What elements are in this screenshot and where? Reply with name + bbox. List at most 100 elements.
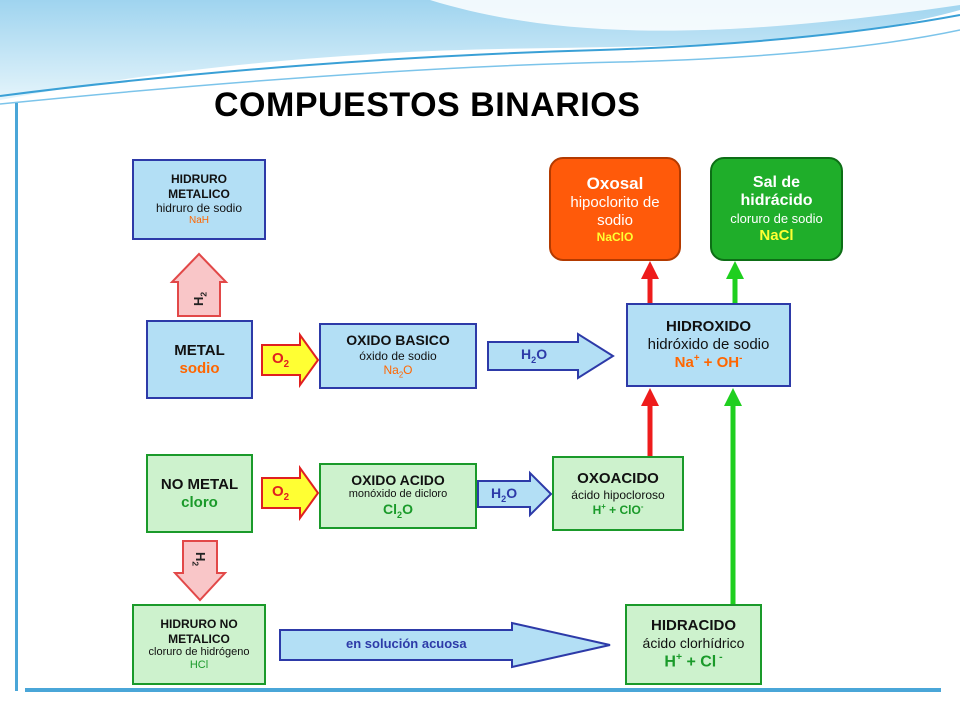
hx-l3-mid: + OH	[699, 354, 740, 372]
wave-line-1	[0, 14, 960, 97]
green-arrowhead-1	[724, 388, 742, 406]
hnm-l1: HIDRURO NO	[160, 617, 238, 632]
box-hidracido: HIDRACIDO ácido clorhídrico H+ + Cl -	[625, 604, 762, 685]
oa-l3-tail: O	[402, 500, 413, 517]
hx-l1: HIDROXIDO	[665, 317, 751, 335]
hnm-l2: METALICO	[168, 631, 230, 646]
oa-l3-main: Cl	[383, 500, 398, 517]
metal-l2: sodio	[179, 359, 220, 377]
hm-l2: METALICO	[168, 186, 230, 201]
h2o-text: H	[521, 346, 532, 362]
hx-l3-main: Na	[674, 354, 694, 372]
wave-white	[430, 0, 960, 31]
h2o-arrow-bottom	[477, 470, 553, 518]
h2o-tail: O	[506, 485, 518, 501]
wave-line-2	[0, 29, 960, 105]
ox-l4: NaClO	[596, 229, 634, 244]
ox-l1: Oxosal	[586, 174, 644, 194]
oxa-l3: H+ + ClO-	[593, 502, 644, 517]
hx-l3-sup2: -	[739, 353, 743, 365]
h2-sub: 2	[190, 561, 201, 567]
hm-l4: NaH	[188, 214, 209, 226]
h2-text: H	[191, 296, 206, 306]
h2o-arrow-top	[487, 332, 615, 380]
oxa-l3-main: H	[592, 502, 602, 517]
oa-l1: OXIDO ACIDO	[351, 471, 445, 488]
o2-label-top: O2	[272, 350, 289, 370]
h2-down-arrow	[172, 540, 228, 602]
ob-l3-tail: O	[403, 363, 413, 378]
o2-arrow-bottom	[261, 464, 320, 522]
frame-bottom-line	[25, 688, 941, 692]
ob-l3-main: Na	[383, 363, 399, 378]
hm-l3: hidruro de sodio	[155, 200, 243, 215]
h2o-label-bottom: H2O	[491, 485, 517, 504]
box-oxosal: Oxosal hipoclorito de sodio NaClO	[549, 157, 681, 261]
red-arrowhead-1	[641, 388, 659, 406]
hc-l3-sup2: -	[716, 651, 723, 663]
h2o-sub: 2	[501, 493, 507, 504]
hnm-l4: HCl	[189, 658, 209, 671]
o2-text: O	[272, 350, 284, 367]
nm-l2: cloro	[181, 493, 218, 511]
box-oxido-acido: OXIDO ACIDO monóxido de dicloro Cl2O	[319, 463, 477, 529]
h2-text: H	[193, 552, 208, 562]
box-no-metal: NO METAL cloro	[146, 454, 253, 533]
box-oxoacido: OXOACIDO ácido hipocloroso H+ + ClO-	[552, 456, 684, 531]
solucion-label: en solución acuosa	[346, 636, 467, 651]
box-hidroxido: HIDROXIDO hidróxido de sodio Na+ + OH-	[626, 303, 791, 387]
h2o-tail: O	[536, 346, 548, 362]
box-hidruro-no-metalico: HIDRURO NO METALICO cloruro de hidrógeno…	[132, 604, 266, 685]
h2-sub: 2	[198, 291, 209, 297]
ob-l3: Na2O	[383, 363, 412, 380]
hx-l3: Na+ + OH-	[675, 353, 743, 372]
frame-left-line	[15, 103, 18, 691]
green-arrowhead-2	[726, 261, 744, 279]
oa-l2: monóxido de dicloro	[348, 488, 448, 501]
oxa-l1: OXOACIDO	[577, 470, 659, 487]
ob-l2: óxido de sodio	[359, 348, 437, 363]
red-arrowhead-2	[641, 261, 659, 279]
page-title: COMPUESTOS BINARIOS	[214, 86, 641, 124]
h2-label-top: H2	[191, 292, 209, 306]
hc-l3-mid: + Cl	[682, 652, 717, 670]
solucion-arrow	[279, 621, 611, 669]
ox-l2: hipoclorito de	[570, 194, 660, 212]
hx-l2: hidróxido de sodio	[647, 335, 770, 353]
box-sal-hidracido: Sal de hidrácido cloruro de sodio NaCl	[710, 157, 843, 261]
ob-l3-sub: 2	[398, 370, 404, 380]
hx-l3-sup: +	[693, 353, 700, 365]
h2o-label-top: H2O	[521, 346, 547, 365]
o2-label-bottom: O2	[272, 483, 289, 503]
h2o-sub: 2	[531, 354, 537, 365]
oxa-l3-sup: +	[601, 501, 606, 511]
h2-label-bottom: H2	[190, 552, 208, 566]
oa-l3-sub: 2	[397, 509, 403, 520]
nm-l1: NO METAL	[160, 475, 239, 493]
ox-l3: sodio	[597, 211, 633, 229]
header-waves	[0, 0, 960, 105]
hc-l3: H+ + Cl -	[664, 652, 722, 672]
sal-l1: Sal de	[752, 173, 801, 191]
ob-l1: OXIDO BASICO	[346, 332, 450, 349]
oxa-l2: ácido hipocloroso	[571, 487, 665, 502]
box-hidruro-metalico: HIDRURO METALICO hidruro de sodio NaH	[132, 159, 266, 240]
h2o-text: H	[491, 485, 502, 501]
h2-up-arrow	[169, 252, 229, 317]
o2-text: O	[272, 483, 284, 500]
metal-l1: METAL	[174, 341, 225, 359]
hc-l3-main: H	[664, 652, 676, 670]
hc-l3-sup: +	[675, 651, 683, 663]
oa-l3: Cl2O	[383, 501, 413, 521]
oxa-l3-mid: + ClO	[605, 502, 641, 517]
o2-sub: 2	[283, 359, 290, 370]
box-metal: METAL sodio	[146, 320, 253, 399]
hc-l1: HIDRACIDO	[651, 617, 736, 635]
sal-l3: cloruro de sodio	[730, 211, 823, 227]
hnm-l3: cloruro de hidrógeno	[148, 645, 250, 658]
hm-l1: HIDRURO	[171, 172, 227, 187]
o2-arrow-top	[261, 331, 320, 389]
hc-l2: ácido clorhídrico	[642, 634, 745, 651]
